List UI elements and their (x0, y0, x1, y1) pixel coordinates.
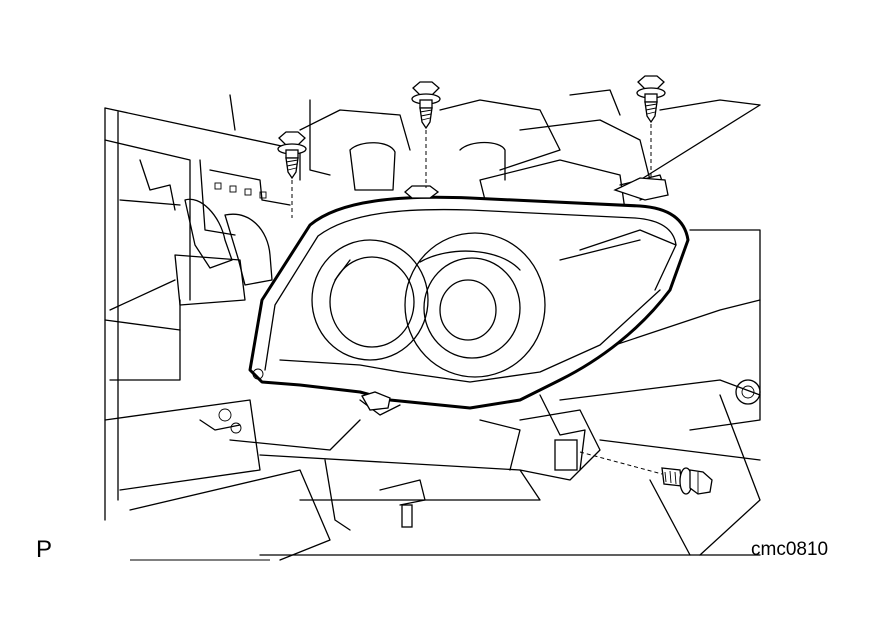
view-letter-label: P (36, 536, 53, 563)
figure-code-label: cmc0810 (751, 539, 829, 560)
screw-icon (636, 75, 666, 178)
engine-bay-background (104, 89, 761, 561)
bolt-icon (579, 451, 713, 495)
screw-icon (411, 81, 441, 188)
screw-icon (277, 131, 307, 218)
headlight-assembly-icon (248, 177, 690, 411)
